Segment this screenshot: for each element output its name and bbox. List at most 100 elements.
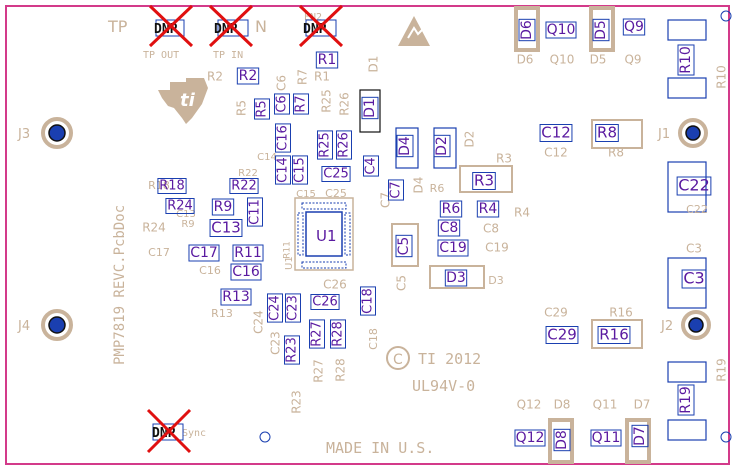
silk-label-text: D4: [412, 177, 426, 194]
designator-text: C11: [248, 199, 263, 225]
designator-q12: Q12: [514, 429, 546, 447]
designator-pad: [592, 18, 610, 42]
designator-r2: R2: [236, 67, 260, 85]
designator-c8: C8: [437, 219, 461, 237]
designator-text: R27: [310, 321, 325, 347]
designator-text: R3: [474, 172, 494, 190]
origin-text: MADE IN U.S.: [326, 439, 434, 457]
silk-label-text: C26: [323, 278, 347, 292]
designator-text: C13: [211, 219, 241, 237]
silk-label-c5: C5: [395, 275, 409, 291]
silk-label-text: Q9: [624, 53, 641, 67]
silk-label-q11: Q11: [593, 398, 618, 412]
designator-text: C16: [276, 125, 291, 151]
designator-text: Q11: [592, 430, 621, 446]
designator-pad: [677, 384, 695, 416]
designator-c19: C19: [437, 239, 469, 257]
silk-label-d1: D1: [367, 56, 381, 73]
designator-q11: Q11: [590, 429, 622, 447]
designator-text: C4: [364, 157, 379, 174]
silk-label-c16: C16: [199, 264, 221, 277]
silk-label-c6: C6: [275, 75, 289, 91]
designator-d3: D3: [444, 269, 468, 287]
silk-label-text: C6: [275, 75, 289, 91]
designator-text: Q9: [624, 19, 644, 35]
designator-text: R24: [167, 199, 193, 214]
designator-text: R13: [222, 289, 250, 305]
silk-label-text: C29: [544, 306, 568, 320]
silk-label-c25: C25: [325, 187, 347, 200]
designator-text: C3: [683, 269, 704, 288]
jack-j3: J3: [17, 117, 73, 149]
designator-text: C16: [232, 264, 260, 280]
sync-testpoint: Sync DNP: [146, 408, 206, 454]
silk-label-c18: C18: [367, 328, 380, 350]
designator-text: R28: [331, 321, 346, 347]
designator-c15: C15: [292, 155, 308, 185]
silk-label-text: R9: [181, 219, 194, 230]
silk-label-text: C16: [199, 264, 221, 277]
silk-label-r10: R10: [715, 65, 729, 89]
designator-c14: C14: [275, 155, 291, 185]
ti-logo-icon: ti: [158, 78, 208, 124]
designator-pad: [388, 179, 404, 201]
designator-text: R1: [318, 52, 337, 68]
silk-label-text: R6: [430, 182, 445, 195]
silk-label-c15: C15: [296, 189, 316, 200]
designator-text: C17: [190, 245, 218, 261]
designator-text: C29: [547, 326, 577, 344]
designator-text: R26: [337, 132, 352, 158]
designator-c29: C29: [545, 326, 579, 344]
silk-label-r9: R9: [181, 219, 194, 230]
fiducial: [720, 10, 732, 22]
silk-label-r11: R11: [283, 241, 293, 259]
designator-r26: R26: [336, 130, 352, 160]
designator-pad: [439, 200, 463, 218]
designator-text: R23: [285, 337, 300, 363]
silk-label-c8: C8: [483, 222, 499, 236]
designator-text: R16: [599, 326, 629, 344]
designator-c16: C16: [230, 263, 262, 281]
silk-label-c14: C14: [257, 152, 277, 163]
designator-pad: [539, 124, 573, 142]
designator-text: C24: [268, 295, 283, 321]
designator-pad: [676, 176, 712, 196]
designator-text: C14: [276, 157, 291, 183]
designator-pad: [518, 18, 536, 42]
designator-pad: [229, 178, 259, 194]
designator-r9: R9: [211, 198, 235, 216]
designator-text: R8: [597, 124, 617, 142]
silk-label-r19: R19: [715, 358, 729, 382]
designator-r10: R10: [677, 44, 695, 76]
designator-pad: [336, 130, 352, 160]
silk-label-text: R10: [715, 65, 729, 89]
designator-c24: C24: [267, 293, 283, 323]
svg-text:U1: U1: [316, 227, 337, 245]
designator-pad: [681, 269, 707, 289]
designator-r27: R27: [309, 319, 325, 349]
designator-text: D2: [434, 136, 450, 156]
designator-text: C18: [361, 288, 376, 314]
designator-pad: [545, 326, 579, 344]
designator-r4: R4: [476, 200, 500, 218]
silk-label-c29: C29: [544, 306, 568, 320]
designator-text: D7: [632, 426, 648, 446]
svg-text:J3: J3: [17, 127, 30, 142]
silk-label-q9: Q9: [624, 53, 641, 67]
svg-text:J1: J1: [657, 127, 670, 142]
svg-text:J4: J4: [17, 319, 30, 334]
silk-label-r3: R3: [496, 152, 512, 166]
silk-label-text: C15: [296, 189, 316, 200]
designator-c23: C23: [285, 293, 301, 323]
silk-label-text: C5: [395, 275, 409, 291]
designator-c4: C4: [363, 155, 379, 177]
silk-label-text: R24: [142, 221, 166, 235]
designator-pad: [363, 155, 379, 177]
designator-pad: [631, 424, 649, 448]
designator-pad: [590, 429, 622, 447]
silk-label-r25: R25: [320, 89, 334, 113]
silk-label-d5: D5: [590, 53, 607, 67]
designator-pad: [476, 200, 500, 218]
svg-text:TP IN: TP IN: [213, 50, 243, 61]
